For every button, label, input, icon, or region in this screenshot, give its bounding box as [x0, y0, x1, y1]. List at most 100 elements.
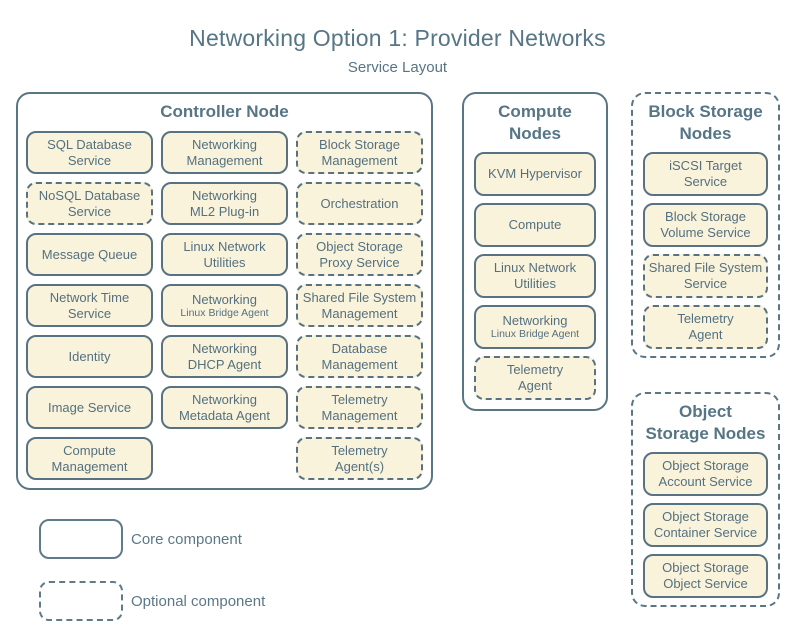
service-label: Container Service — [653, 524, 758, 540]
service-box-telemetry-agent-block: Telemetry Agent — [643, 304, 768, 349]
service-box-networking-linux-bridge-agent: Networking Linux Bridge Agent — [161, 284, 288, 328]
service-label: Management — [321, 152, 398, 168]
service-box-networking-management: Networking Management — [161, 131, 288, 175]
controller-service-grid: SQL Database Service Networking Manageme… — [18, 123, 431, 481]
service-label: Utilities — [203, 254, 246, 270]
service-box-linux-network-utilities: Linux Network Utilities — [161, 233, 288, 277]
service-label: Linux Network — [493, 260, 577, 276]
service-label: Object Service — [663, 575, 748, 591]
service-label: Management — [51, 458, 128, 474]
page-subtitle: Service Layout — [347, 59, 448, 76]
service-label: Networking — [191, 137, 258, 153]
service-box-image-service: Image Service — [26, 386, 153, 430]
object-storage-nodes-group: Object Storage Nodes Object Storage Acco… — [631, 392, 780, 607]
service-label: Volume Service — [660, 224, 751, 240]
service-label: NoSQL Database — [38, 188, 141, 204]
service-label: Telemetry — [331, 392, 388, 408]
service-label: Object Storage — [662, 560, 749, 576]
service-label: Network Time — [49, 290, 130, 306]
service-label: Object Storage — [662, 509, 749, 525]
service-box-nosql-database-service: NoSQL Database Service — [26, 182, 153, 226]
service-box-networking-linux-bridge-agent-compute: Networking Linux Bridge Agent — [474, 304, 596, 349]
object-storage-nodes-title: Object Storage Nodes — [633, 401, 778, 446]
service-box-telemetry-agent-compute: Telemetry Agent — [474, 355, 596, 400]
block-storage-nodes-title: Block Storage Nodes — [633, 101, 778, 146]
service-box-kvm-hypervisor: KVM Hypervisor — [474, 151, 596, 196]
service-label: DHCP Agent — [187, 356, 262, 372]
controller-node-title: Controller Node — [18, 101, 431, 123]
service-label: ML2 Plug-in — [189, 203, 260, 219]
service-label: SQL Database — [47, 137, 132, 153]
service-label: Compute — [508, 216, 562, 232]
service-label: Shared File System — [648, 260, 763, 276]
block-storage-service-list: iSCSI Target Service Block Storage Volum… — [633, 146, 778, 349]
service-label: Networking — [191, 341, 258, 357]
service-label: Utilities — [514, 275, 556, 291]
compute-nodes-group: Compute Nodes KVM Hypervisor Compute Lin… — [462, 92, 608, 411]
service-label: Orchestration — [320, 196, 399, 211]
service-label: Service — [67, 152, 112, 168]
service-box-linux-network-utilities-compute: Linux Network Utilities — [474, 253, 596, 298]
core-component-swatch — [39, 519, 123, 559]
group-title-line: Controller Node — [160, 102, 289, 121]
service-label: Shared File System — [302, 290, 417, 306]
service-sublabel: Linux Bridge Agent — [490, 328, 580, 341]
service-box-telemetry-agents: Telemetry Agent(s) — [296, 437, 423, 481]
service-label: Message Queue — [41, 247, 138, 262]
service-box-compute: Compute — [474, 202, 596, 247]
service-box-object-storage-account-service: Object Storage Account Service — [643, 451, 768, 496]
service-box-database-management: Database Management — [296, 335, 423, 379]
service-box-iscsi-target-service: iSCSI Target Service — [643, 151, 768, 196]
service-box-compute-management: Compute Management — [26, 437, 153, 481]
service-label: Service — [683, 275, 728, 291]
service-label: Management — [321, 305, 398, 321]
service-box-block-storage-management: Block Storage Management — [296, 131, 423, 175]
core-component-label: Core component — [131, 531, 242, 548]
service-sublabel: Linux Bridge Agent — [180, 307, 269, 320]
service-label: Database — [331, 341, 388, 357]
group-title-line: Nodes — [509, 124, 561, 144]
service-label: Metadata Agent — [178, 407, 271, 423]
compute-nodes-title: Compute Nodes — [464, 101, 606, 146]
service-label: Account Service — [658, 473, 753, 489]
service-label: Management — [321, 407, 398, 423]
service-label: Service — [683, 173, 728, 189]
compute-service-list: KVM Hypervisor Compute Linux Network Uti… — [464, 146, 606, 400]
service-label: Block Storage — [319, 137, 400, 153]
service-box-networking-dhcp-agent: Networking DHCP Agent — [161, 335, 288, 379]
service-label: Telemetry — [506, 362, 564, 378]
group-title-line: Block Storage — [648, 102, 763, 121]
service-box-sql-database-service: SQL Database Service — [26, 131, 153, 175]
group-title-line: Compute — [498, 102, 572, 121]
service-label: Agent — [518, 377, 552, 393]
service-label: Telemetry — [677, 311, 734, 327]
optional-component-label: Optional component — [131, 593, 266, 610]
service-box-telemetry-management: Telemetry Management — [296, 386, 423, 430]
service-label: Block Storage — [665, 209, 746, 225]
service-box-network-time-service: Network Time Service — [26, 284, 153, 328]
service-label: Networking — [502, 312, 568, 328]
service-label: Service — [67, 203, 112, 219]
service-box-message-queue: Message Queue — [26, 233, 153, 277]
service-label: Networking — [191, 291, 258, 307]
service-label: Compute — [63, 443, 116, 459]
group-title-line: Object — [679, 402, 732, 421]
service-label: Linux Network — [183, 239, 266, 255]
service-box-shared-file-system-management: Shared File System Management — [296, 284, 423, 328]
service-box-object-storage-object-service: Object Storage Object Service — [643, 553, 768, 598]
group-title-line: Storage Nodes — [645, 424, 766, 444]
service-label: Networking — [191, 188, 258, 204]
group-title-line: Nodes — [679, 124, 732, 144]
service-label: Telemetry — [331, 443, 388, 459]
service-label: Networking — [191, 392, 258, 408]
object-storage-service-list: Object Storage Account Service Object St… — [633, 446, 778, 598]
service-box-identity: Identity — [26, 335, 153, 379]
service-label: Management — [321, 356, 398, 372]
service-label: Management — [186, 152, 263, 168]
service-label: Agent(s) — [334, 458, 385, 474]
controller-node-group: Controller Node SQL Database Service Net… — [16, 92, 433, 490]
service-label: Agent — [688, 326, 723, 342]
service-label: iSCSI Target — [669, 158, 742, 174]
service-box-networking-metadata-agent: Networking Metadata Agent — [161, 386, 288, 430]
